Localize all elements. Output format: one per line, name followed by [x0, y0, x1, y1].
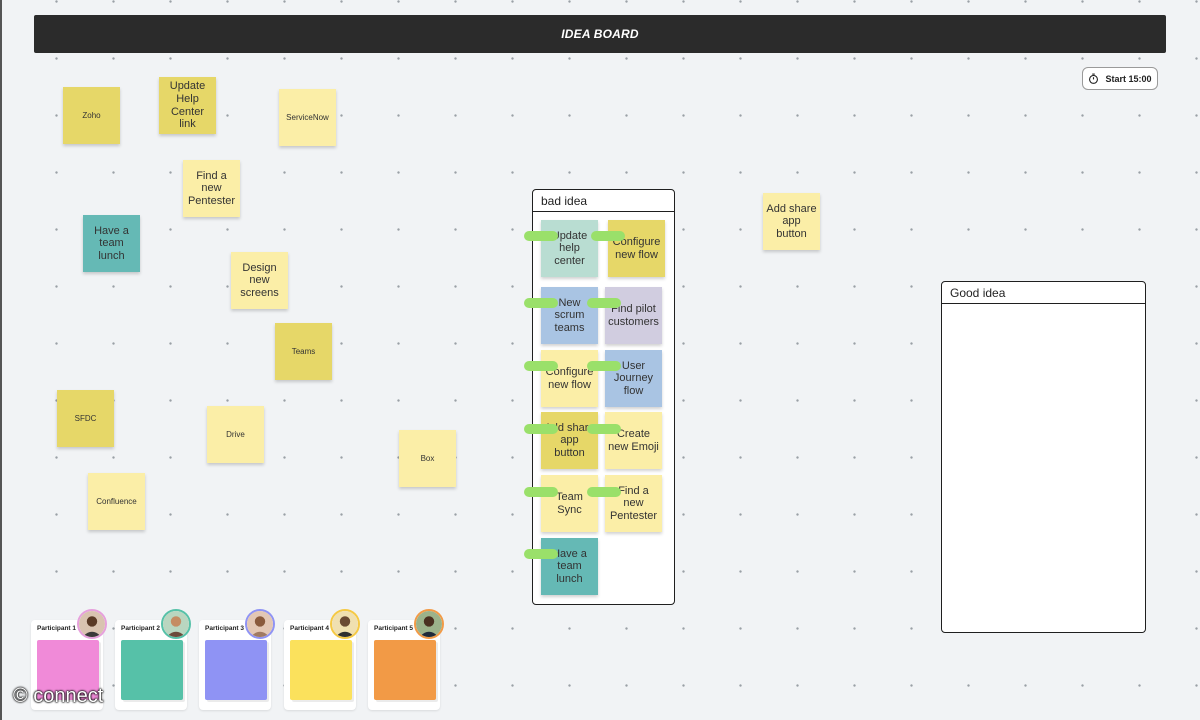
person-icon [247, 611, 273, 637]
sticky-note-text: Find a new Pentester [187, 169, 236, 207]
drag-handle[interactable] [587, 487, 621, 497]
stopwatch-icon [1089, 73, 1099, 84]
sticky-note[interactable]: ServiceNow [279, 89, 336, 146]
participant-label: Participant 5 [374, 625, 414, 632]
sticky-note-text: Design new screens [240, 261, 279, 299]
sticky-note[interactable]: Have a team lunch [541, 538, 598, 595]
sticky-note-text: Add share app button [766, 202, 817, 240]
sticky-note[interactable]: Update help center [541, 220, 598, 277]
canvas-left-edge [0, 0, 2, 720]
avatar [414, 609, 444, 639]
drag-handle[interactable] [587, 361, 621, 371]
drag-handle[interactable] [591, 231, 625, 241]
sticky-note[interactable]: Find a new Pentester [183, 160, 240, 217]
sticky-note-text: Have a team lunch [552, 547, 587, 585]
drag-handle[interactable] [524, 298, 558, 308]
person-icon [79, 611, 105, 637]
sticky-note[interactable]: Update Help Center link [159, 77, 216, 134]
sticky-note-text: Drive [226, 429, 245, 439]
sticky-note-text: ServiceNow [286, 112, 329, 122]
frame-header: bad idea [533, 190, 674, 212]
good-idea-frame[interactable]: Good idea [941, 281, 1146, 633]
sticky-pad[interactable] [290, 640, 352, 700]
frame-header: Good idea [942, 282, 1145, 304]
sticky-note-text: Confluence [96, 496, 137, 506]
frame-title: Good idea [950, 285, 1006, 300]
sticky-note-text: Configure new flow [545, 365, 594, 391]
sticky-note[interactable]: Find a new Pentester [605, 475, 662, 532]
sticky-pad[interactable] [374, 640, 436, 700]
sticky-pad[interactable] [37, 640, 99, 700]
person-icon [332, 611, 358, 637]
participant-card-5: Participant 5 [368, 609, 444, 710]
person-icon [163, 611, 189, 637]
participant-label: Participant 2 [121, 625, 161, 632]
drag-handle[interactable] [524, 361, 558, 371]
sticky-note[interactable]: Create new Emoji [605, 412, 662, 469]
sticky-note-text: Box [420, 453, 435, 463]
drag-handle[interactable] [524, 231, 558, 241]
sticky-note[interactable]: SFDC [57, 390, 114, 447]
avatar [245, 609, 275, 639]
sticky-note-text: Update Help Center link [169, 80, 206, 131]
participant-card-3: Participant 3 [199, 609, 275, 710]
drag-handle[interactable] [524, 487, 558, 497]
avatar [330, 609, 360, 639]
sticky-note-text: Find pilot customers [608, 302, 659, 328]
participant-label: Participant 1 [37, 625, 77, 632]
sticky-note[interactable]: Design new screens [231, 252, 288, 309]
sticky-pad[interactable] [121, 640, 183, 700]
sticky-note[interactable]: Zoho [63, 87, 120, 144]
sticky-note[interactable]: Have a team lunch [83, 215, 140, 272]
sticky-note-text: Teams [291, 346, 316, 356]
board-title-bar: IDEA BOARD [34, 15, 1166, 53]
sticky-note[interactable]: Box [399, 430, 456, 487]
board-title: IDEA BOARD [561, 27, 639, 41]
sticky-pad[interactable] [205, 640, 267, 700]
sticky-note[interactable]: Add share app button [541, 412, 598, 469]
sticky-note-text: Team Sync [556, 490, 583, 516]
copyright-watermark: © connect [13, 685, 104, 707]
sticky-note[interactable]: Configure new flow [541, 350, 598, 407]
participant-card-4: Participant 4 [284, 609, 360, 710]
sticky-note-text: New scrum teams [554, 296, 585, 334]
sticky-note-text: Configure new flow [612, 235, 661, 261]
avatar [161, 609, 191, 639]
drag-handle[interactable] [524, 549, 558, 559]
sticky-note-text: Have a team lunch [94, 224, 129, 262]
sticky-note[interactable]: Configure new flow [608, 220, 665, 277]
timer-label: Start 15:00 [1105, 73, 1152, 84]
participant-card-1: Participant 1 [31, 609, 107, 710]
frame-title: bad idea [541, 193, 588, 208]
sticky-note[interactable]: Add share app button [763, 193, 820, 250]
participant-card-2: Participant 2 [115, 609, 191, 710]
sticky-note-text: Create new Emoji [608, 427, 659, 453]
sticky-note[interactable]: Team Sync [541, 475, 598, 532]
sticky-note[interactable]: Find pilot customers [605, 287, 662, 344]
participant-label: Participant 3 [205, 625, 245, 632]
avatar [77, 609, 107, 639]
sticky-note[interactable]: Confluence [88, 473, 145, 530]
sticky-note[interactable]: Teams [275, 323, 332, 380]
sticky-note-text: Find a new Pentester [609, 484, 658, 522]
sticky-note[interactable]: Drive [207, 406, 264, 463]
sticky-note[interactable]: New scrum teams [541, 287, 598, 344]
drag-handle[interactable] [587, 424, 621, 434]
sticky-note-text: User Journey flow [613, 359, 654, 397]
sticky-note[interactable]: User Journey flow [605, 350, 662, 407]
sticky-note-text: Zoho [82, 110, 101, 120]
sticky-note-text: Update help center [551, 229, 588, 267]
participant-label: Participant 4 [290, 625, 330, 632]
start-timer-button[interactable]: Start 15:00 [1082, 67, 1158, 90]
sticky-note-text: SFDC [74, 413, 97, 423]
person-icon [416, 611, 442, 637]
drag-handle[interactable] [524, 424, 558, 434]
drag-handle[interactable] [587, 298, 621, 308]
